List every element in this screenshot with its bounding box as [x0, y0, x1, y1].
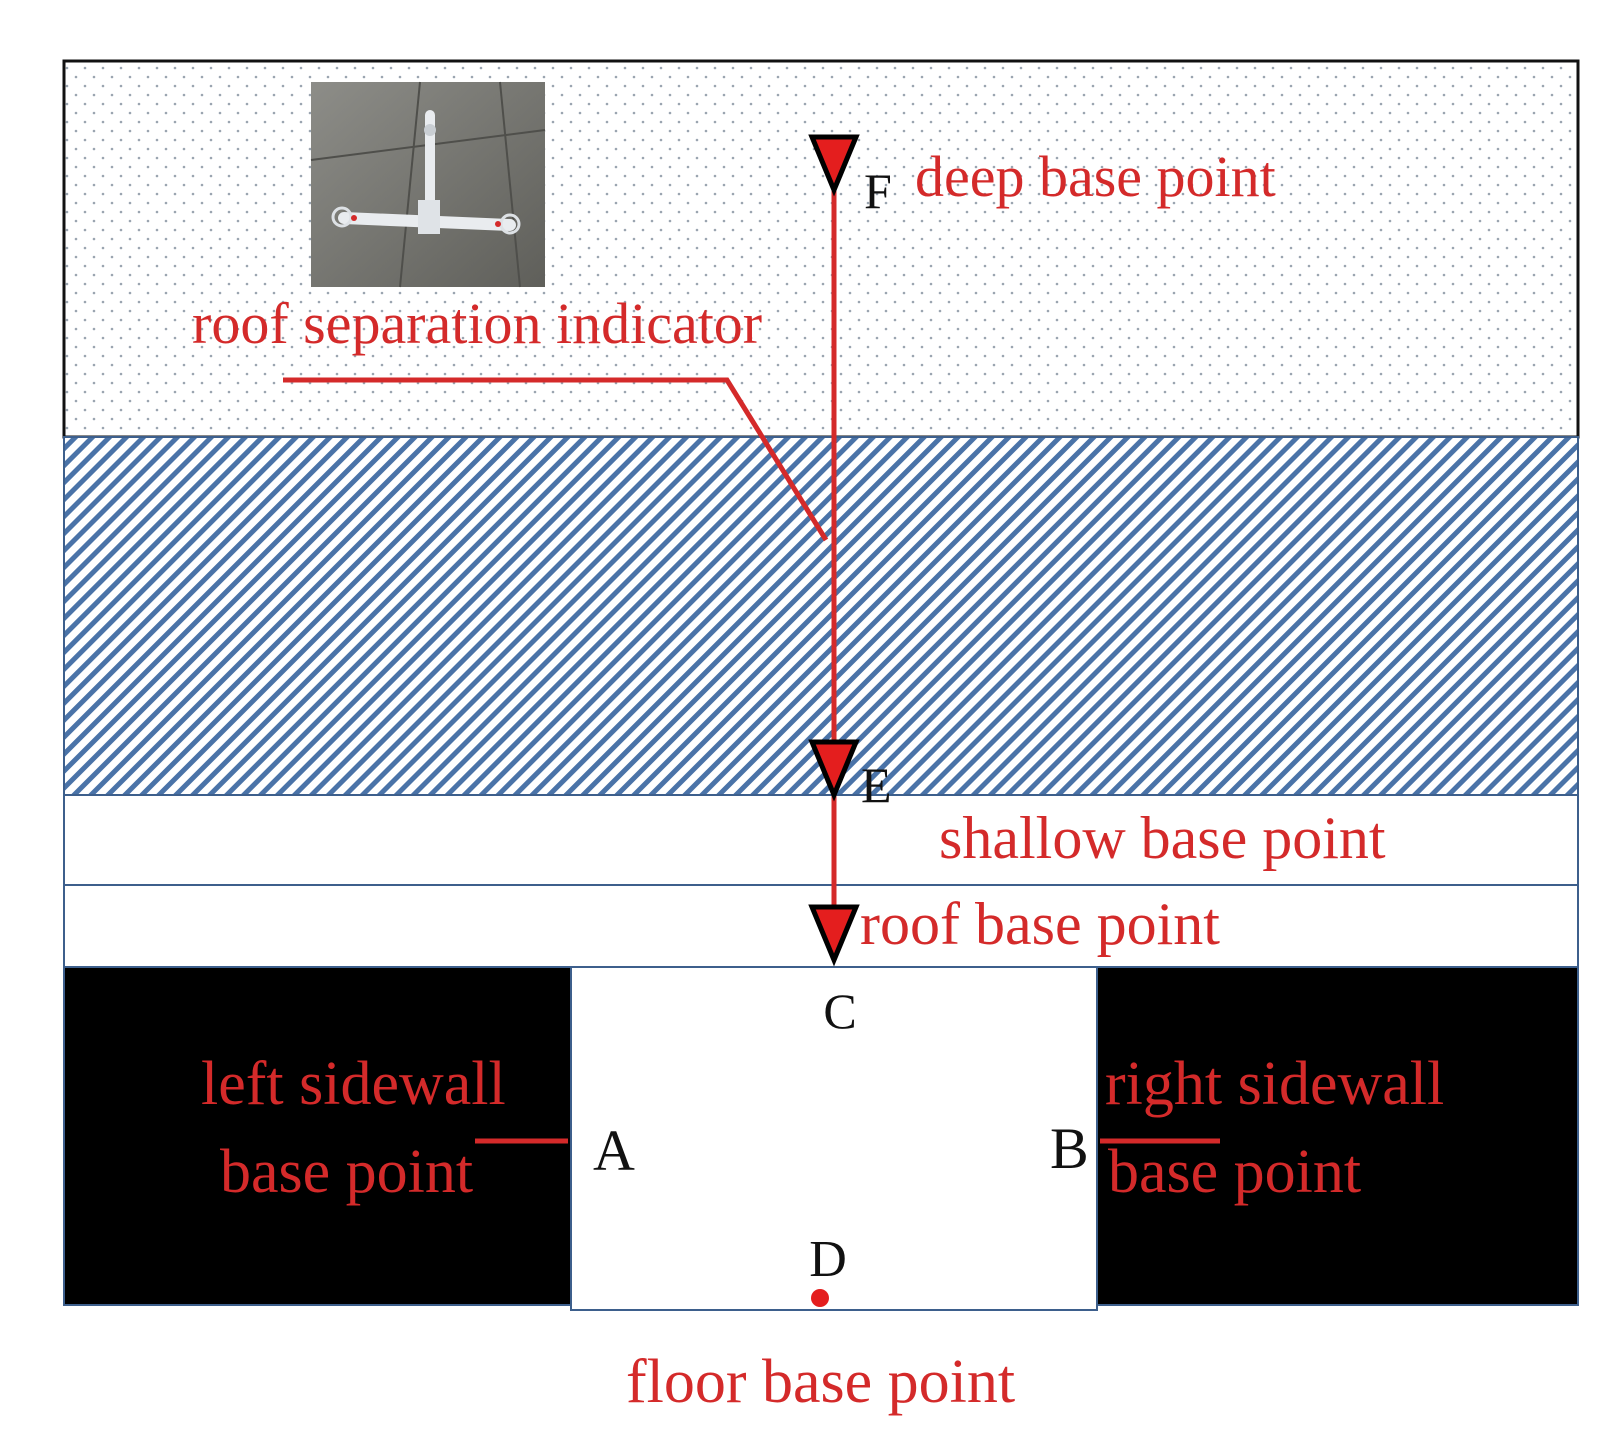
label-right-sidewall-line2: base point [1108, 1138, 1361, 1206]
roof-separation-indicator-leader [283, 377, 829, 542]
point-label-F: F [864, 163, 892, 219]
point-label-D: D [809, 1231, 847, 1288]
label-shallow-base-point: shallow base point [939, 805, 1386, 871]
point-label-C: C [823, 983, 856, 1039]
deep-anchor-triangle-icon [808, 134, 860, 197]
floor-point-dot [811, 1289, 829, 1307]
right-sidewall-block [1096, 966, 1579, 1306]
label-left-sidewall-line2: base point [220, 1138, 473, 1206]
shallow-stratum [63, 794, 1579, 886]
extensometer-photo [310, 81, 546, 288]
point-label-B: B [1050, 1116, 1089, 1181]
label-roof-base-point: roof base point [860, 891, 1220, 957]
label-floor-base-point: floor base point [626, 1348, 1015, 1416]
label-left-sidewall-line1: left sidewall [201, 1050, 506, 1118]
roadway-opening [570, 966, 1098, 1311]
roof-anchor-triangle-icon [808, 904, 860, 967]
label-deep-base-point: deep base point [915, 144, 1276, 209]
point-label-A: A [593, 1118, 635, 1183]
point-label-E: E [861, 757, 892, 813]
label-right-sidewall-line1: right sidewall [1105, 1050, 1444, 1118]
label-roof-separation-indicator: roof separation indicator [192, 291, 762, 356]
shallow-anchor-triangle-icon [808, 739, 860, 802]
hatched-rock-stratum [63, 436, 1579, 796]
left-sidewall-block [63, 966, 572, 1306]
